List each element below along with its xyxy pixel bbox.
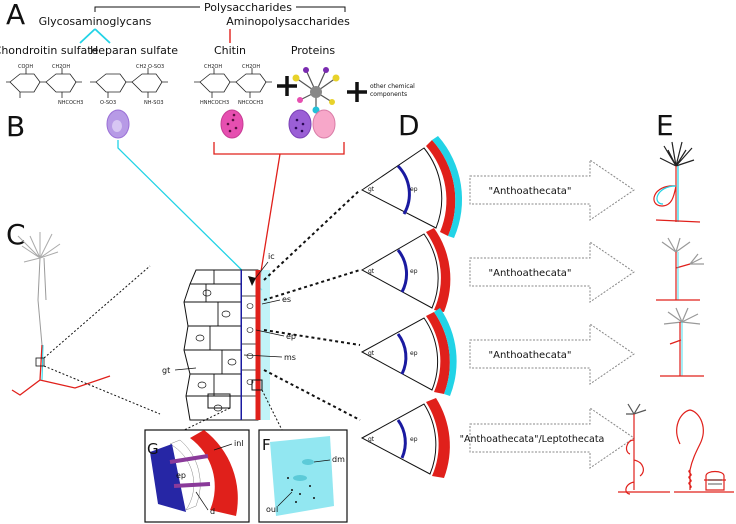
- panel-letter-d: D: [398, 109, 420, 142]
- arrow-4: "Anthoathecata"/Leptothecata: [460, 407, 635, 469]
- nhcoch3-label-1: NHCOCH3: [58, 100, 83, 106]
- inl-label: inl: [234, 439, 244, 448]
- panel-letter-e: E: [656, 109, 674, 142]
- ms-label: ms: [284, 353, 296, 362]
- other-components-label-1: other chemical: [370, 83, 415, 90]
- wedge-1-ep: ep: [410, 186, 418, 193]
- wedge-4-gt: gt: [368, 436, 375, 443]
- panel-letter-c: C: [6, 218, 26, 251]
- proteins-label: Proteins: [291, 44, 336, 57]
- hnhcoch3-label: HNHCOCH3: [200, 100, 229, 106]
- glycosaminoglycans-label: Glycosaminoglycans: [39, 15, 152, 28]
- aminopolysaccharides-label: Aminopolysaccharides: [226, 15, 350, 28]
- polysaccharide-tree: Polysaccharides Glycosaminoglycans Amino…: [0, 1, 350, 57]
- zoom-lines-fg: [179, 389, 283, 433]
- panel-letter-b: B: [6, 110, 25, 143]
- ic-leader: [253, 261, 269, 281]
- ep-label-g: ep: [176, 471, 186, 480]
- ep-leader: [255, 329, 285, 337]
- chondroitin-structure: COOH CH2OH NHCOCH3: [6, 64, 83, 106]
- oul-label: oul: [266, 505, 278, 514]
- gt-leader: [174, 367, 197, 371]
- arrow-3-label: "Anthoathecata": [489, 350, 572, 361]
- chitin-structure: CH2OH CH2OH HNHCOCH3 NHCOCH3: [194, 64, 272, 106]
- polysaccharides-label: Polysaccharides: [204, 1, 292, 14]
- tissue-section: [183, 269, 270, 421]
- wedge-2-ep: ep: [410, 268, 418, 275]
- cell-icon-gag: [106, 109, 130, 139]
- arrow-2: "Anthoathecata": [469, 241, 635, 303]
- arrow-4-label: "Anthoathecata"/Leptothecata: [460, 434, 605, 445]
- cyan-connector: [117, 140, 263, 291]
- wedge-4: gt ep: [360, 398, 450, 478]
- heparan-label: Heparan sulfate: [90, 44, 178, 57]
- ch2oh-label-3: CH2OH: [242, 64, 260, 70]
- ch2oh-label-2: CH2OH: [204, 64, 222, 70]
- hydroid-e4: [618, 403, 734, 495]
- arrow-1-label: "Anthoathecata": [489, 186, 572, 197]
- cooh-label: COOH: [18, 64, 33, 70]
- zoom-lines-d: [263, 189, 361, 421]
- hydroid-e2: [656, 237, 704, 301]
- plus-icon-2: [347, 82, 367, 102]
- wedge-1: gt ep: [361, 136, 463, 238]
- zoom-lines-c: [43, 265, 161, 415]
- other-components-label-2: components: [370, 91, 407, 98]
- arrow-2-label: "Anthoathecata": [489, 268, 572, 279]
- oso3-label-1: O-SO3: [100, 100, 116, 106]
- panel-letter-f: F: [262, 436, 271, 454]
- hydroid-sketch-c: [11, 232, 111, 396]
- gag-branch-cyan: [79, 28, 111, 44]
- hydroid-e1: [653, 141, 701, 223]
- ch2oso3-label: CH2 O-SO3: [136, 64, 164, 70]
- ch2oh-label-1: CH2OH: [52, 64, 70, 70]
- dm-label: dm: [332, 455, 345, 464]
- wedge-3-ep: ep: [410, 350, 418, 357]
- chitin-label: Chitin: [214, 44, 246, 57]
- arrow-3: "Anthoathecata": [469, 323, 635, 385]
- cell-icon-protein-2: [312, 109, 336, 139]
- cell-icon-protein-1: [288, 109, 312, 139]
- es-label: es: [282, 295, 291, 304]
- wedge-2-gt: gt: [368, 268, 375, 275]
- wedge-4-ep: ep: [410, 436, 418, 443]
- protein-molecule-icon: [292, 67, 340, 114]
- plus-icon-1: [277, 76, 297, 96]
- wedge-2: gt ep: [360, 228, 451, 312]
- es-leader: [261, 299, 281, 305]
- red-connector: [213, 142, 345, 291]
- ic-label: ic: [268, 252, 275, 261]
- wedge-3-gt: gt: [368, 350, 375, 357]
- wedge-3: gt ep: [360, 308, 457, 396]
- ms-leader: [243, 354, 283, 358]
- nhcoch3-label-2: NHCOCH3: [238, 100, 263, 106]
- nhso3-label: NH-SO3: [144, 100, 164, 106]
- panel-letter-a: A: [6, 0, 25, 31]
- panel-letter-g: G: [147, 440, 159, 458]
- chondroitin-label: Chondroitin sulfate: [0, 44, 99, 57]
- wedge-1-gt: gt: [368, 186, 375, 193]
- d-label: d: [210, 507, 215, 516]
- inset-f: F dm oul: [258, 429, 348, 523]
- inset-g: G inl ep d: [144, 429, 250, 523]
- gt-label: gt: [162, 366, 170, 375]
- hydroid-e3: [660, 307, 704, 377]
- arrow-1: "Anthoathecata": [469, 159, 635, 221]
- ep-label: ep: [286, 332, 296, 341]
- cell-icon-chitin: [220, 109, 244, 139]
- heparan-structure: CH2 O-SO3 O-SO3 NH-SO3: [90, 64, 168, 106]
